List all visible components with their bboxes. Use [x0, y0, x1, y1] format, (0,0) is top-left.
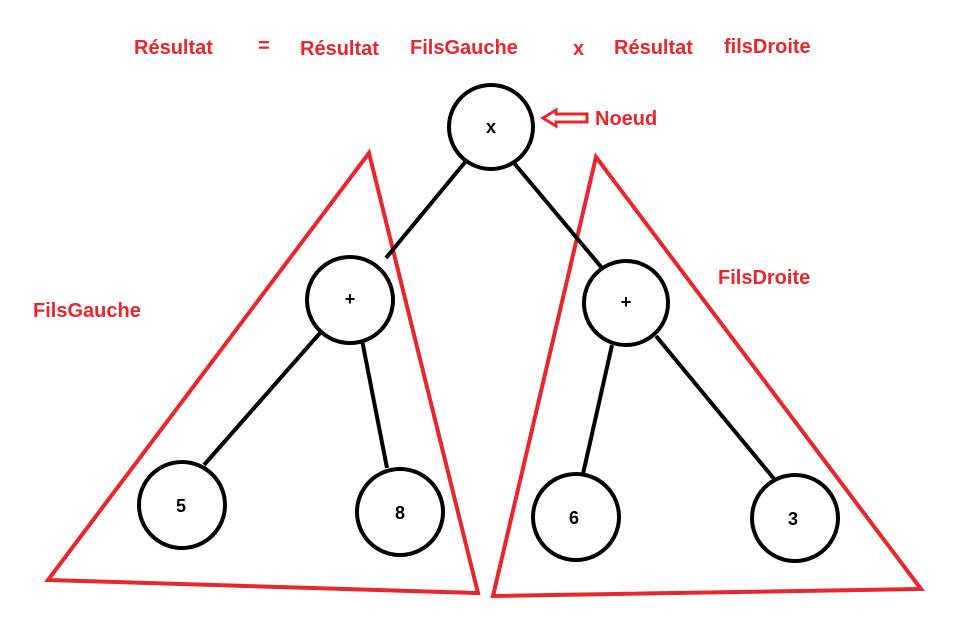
formula-left-name: FilsGauche — [410, 37, 518, 59]
node-leaf-5-label: 5 — [176, 496, 186, 516]
node-leaf-3-label: 3 — [788, 509, 798, 529]
formula-right-name: filsDroite — [724, 36, 811, 58]
left-subtree-label: FilsGauche — [33, 300, 141, 322]
edge-root-left — [384, 159, 468, 260]
node-leaf-6: 6 — [531, 472, 621, 562]
formula: Résultat = Résultat FilsGauche x Résulta… — [134, 35, 811, 60]
formula-times: x — [573, 38, 584, 60]
node-leaf-6-label: 6 — [569, 508, 579, 528]
edge-left-leaf5 — [202, 331, 322, 467]
node-leaf-8-label: 8 — [395, 503, 405, 523]
node-root-label: x — [486, 117, 496, 137]
node-leaf-8: 8 — [355, 467, 445, 557]
arrow-left-icon — [540, 107, 589, 129]
node-leaf-3: 3 — [750, 473, 840, 563]
right-subtree-label: FilsDroite — [718, 267, 810, 289]
edge-left-leaf8 — [360, 339, 389, 469]
node-left-plus-label: + — [345, 289, 356, 309]
node-label: Noeud — [595, 108, 657, 130]
node-root: x — [447, 83, 535, 171]
edge-right-leaf6 — [581, 344, 614, 475]
tree-edges — [202, 159, 777, 482]
edge-root-right — [512, 161, 604, 270]
node-right-plus: + — [582, 259, 670, 347]
node-left-plus: + — [305, 255, 395, 345]
formula-result: Résultat — [134, 37, 213, 59]
right-subtree-triangle — [490, 152, 925, 599]
formula-left-result: Résultat — [300, 38, 379, 60]
edge-right-leaf3 — [654, 334, 777, 482]
node-right-plus-label: + — [621, 292, 632, 312]
left-subtree-triangle — [44, 148, 481, 596]
formula-equals: = — [258, 35, 270, 57]
formula-right-result: Résultat — [614, 37, 693, 59]
node-leaf-5: 5 — [137, 460, 227, 550]
